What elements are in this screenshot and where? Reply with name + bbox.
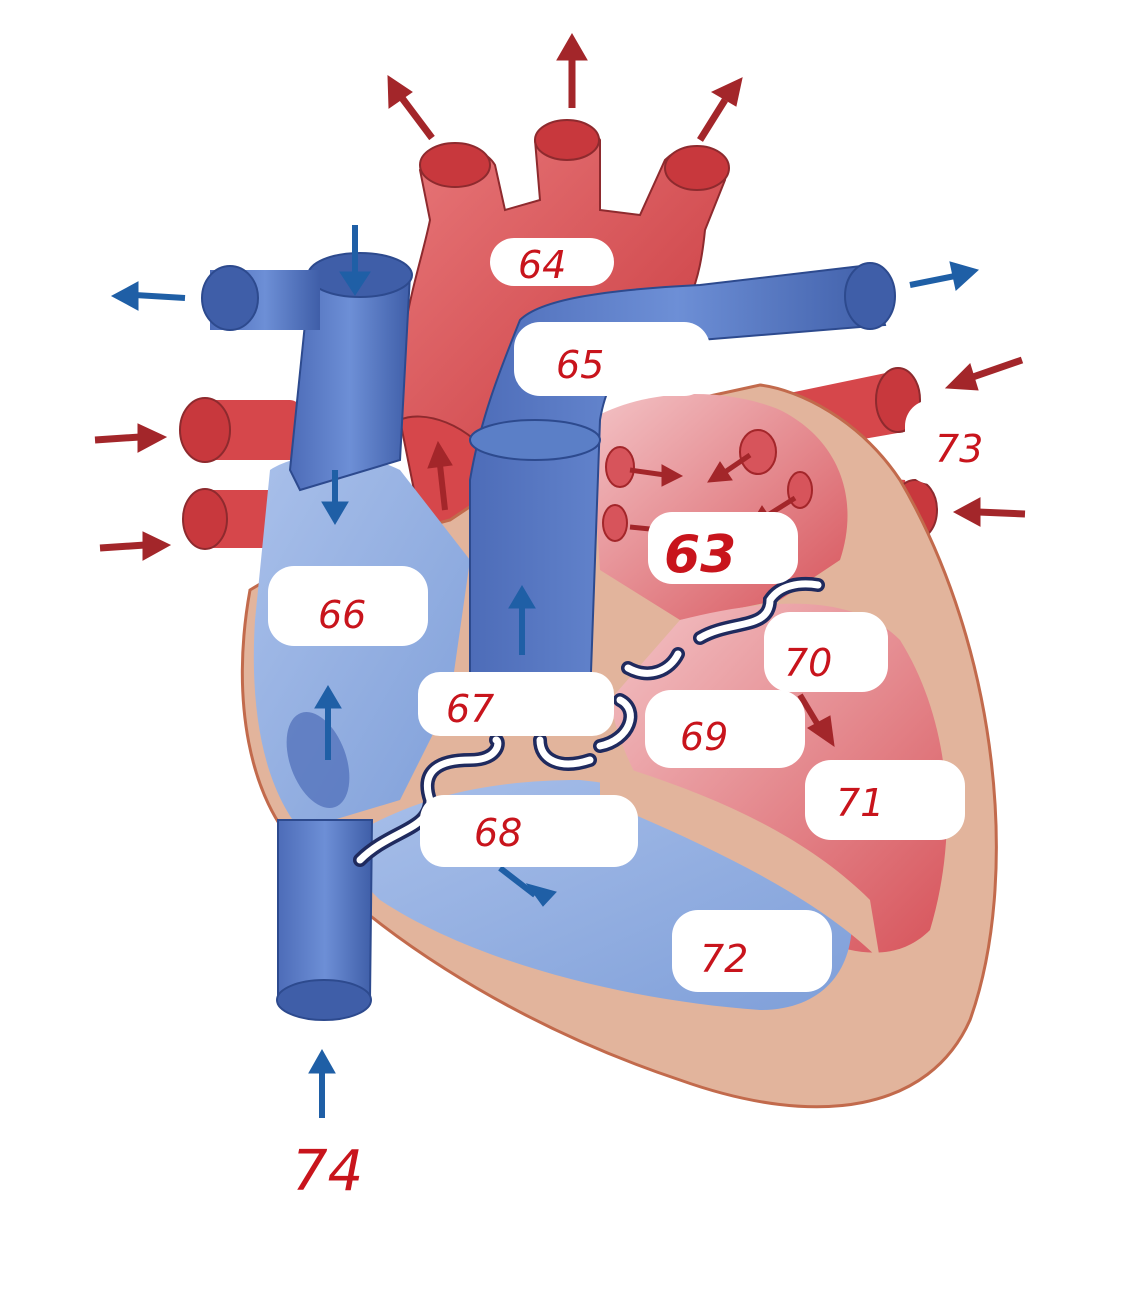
fossa-ovalis [286, 712, 350, 808]
label-73: 73 [935, 427, 983, 471]
label-69: 69 [680, 715, 728, 759]
arrow-ra-down [321, 470, 349, 525]
labels: 63 64 65 66 67 68 69 70 71 72 73 74 [292, 243, 983, 1204]
label-64: 64 [518, 243, 566, 287]
blue-arrows [110, 225, 980, 1118]
label-65: 65 [556, 343, 604, 387]
arrow-lung-left-1 [94, 423, 168, 453]
arrow-lung-right-1 [944, 356, 1024, 391]
label-74: 74 [292, 1139, 363, 1204]
label-71: 71 [836, 781, 884, 825]
label-63: 63 [664, 525, 736, 585]
arrow-left-out [110, 281, 186, 311]
label-72: 72 [700, 937, 748, 981]
arrow-aorta-right [697, 77, 743, 142]
label-66: 66 [318, 593, 366, 637]
arrow-lung-right-2 [952, 497, 1026, 527]
arrow-lung-left-2 [99, 531, 172, 561]
septum [600, 760, 880, 960]
arrow-lv-down [797, 693, 835, 748]
label-70: 70 [784, 641, 832, 685]
label-67: 67 [446, 687, 494, 731]
arrow-svc-down [339, 225, 371, 296]
label-68: 68 [474, 811, 522, 855]
arrow-trunk-up [508, 585, 536, 655]
arrow-pv-1 [629, 464, 684, 487]
arrow-aorta-inner [427, 440, 453, 511]
arrow-right-out [909, 261, 980, 291]
superior-vena-cava [201, 252, 413, 492]
pulmonary-veins-left [179, 397, 300, 550]
arrow-aorta-up [556, 32, 588, 108]
arrow-pv-2 [707, 452, 752, 483]
arrow-rv-right [498, 865, 557, 907]
label-boxes [268, 238, 1029, 992]
valve-lines [353, 576, 825, 867]
inferior-vena-cava [276, 819, 374, 1021]
arrow-ivc-up [314, 685, 342, 760]
arrow-bottom-up [308, 1048, 336, 1118]
pulmonary-vein-openings [602, 429, 813, 542]
arrow-aorta-left [387, 75, 435, 141]
